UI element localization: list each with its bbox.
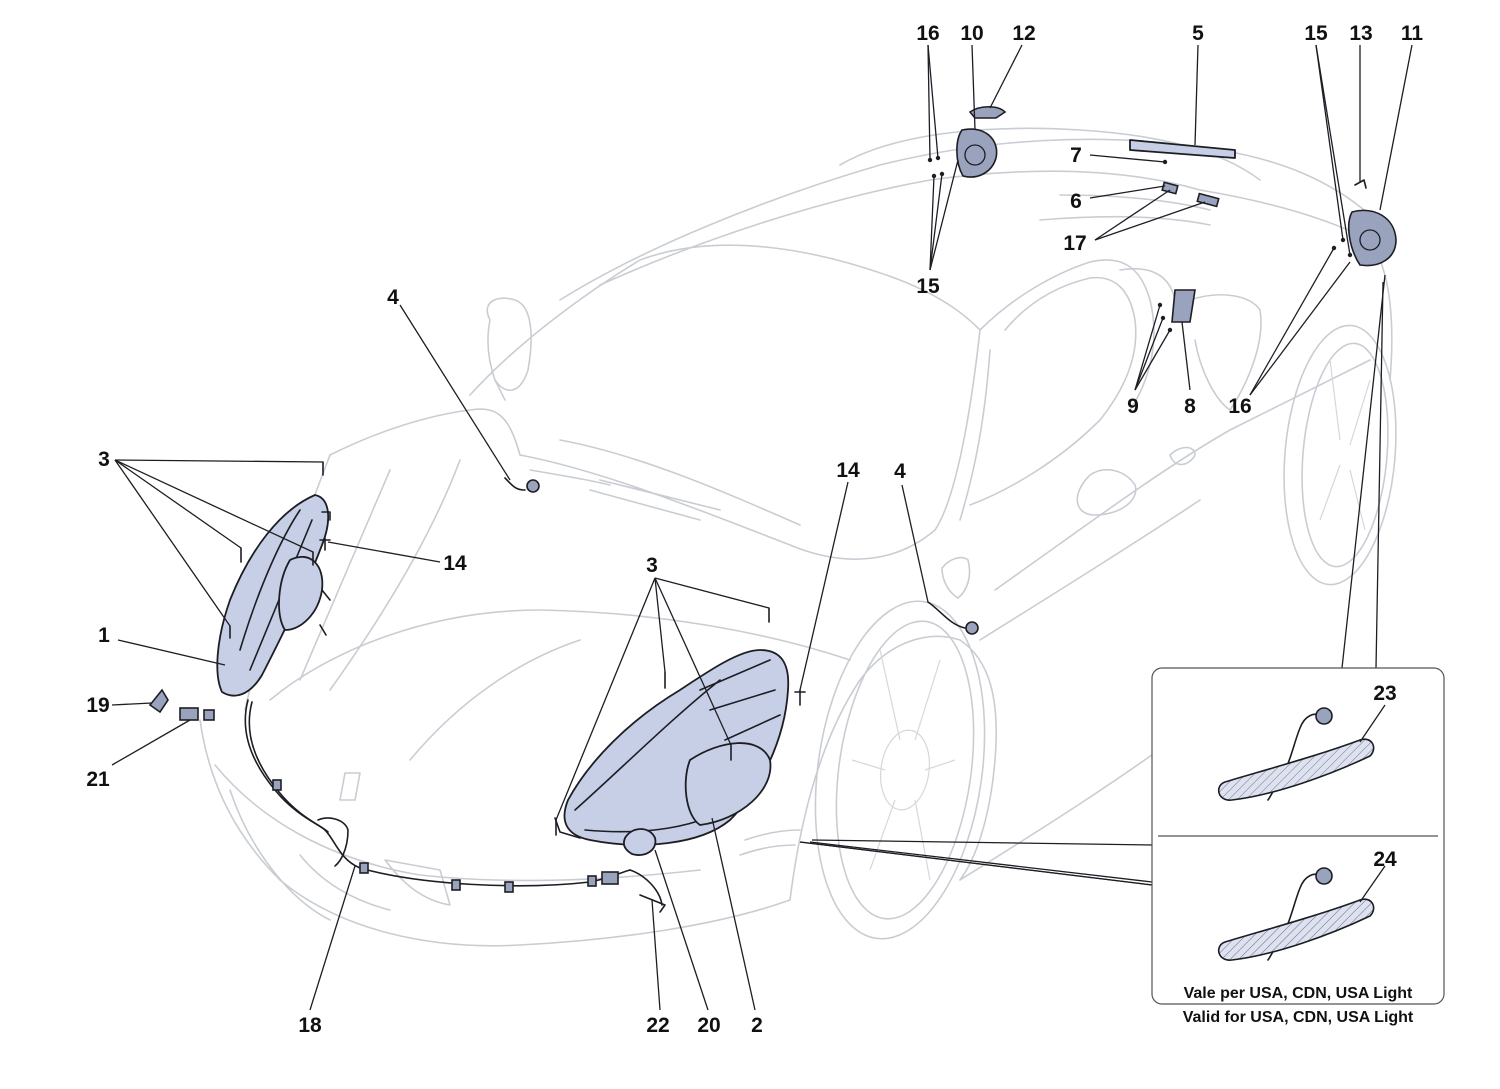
part-4-sensor-right xyxy=(927,601,979,635)
callout-4-left: 4 xyxy=(387,286,399,309)
part-19-bracket xyxy=(148,688,169,714)
leader-lines xyxy=(111,44,1413,1011)
part-11-right-tail-light xyxy=(1348,209,1397,267)
callout-24: 24 xyxy=(1373,848,1397,871)
callout-1: 1 xyxy=(98,624,110,647)
callout-16-top: 16 xyxy=(916,22,939,45)
callout-23: 23 xyxy=(1373,682,1396,705)
inset-caption-italian: Vale per USA, CDN, USA Light xyxy=(1184,985,1413,1002)
part-3-screws-left xyxy=(229,461,324,639)
part-23-side-marker xyxy=(1217,707,1375,801)
callout-7: 7 xyxy=(1070,144,1082,167)
part-18-harness xyxy=(244,699,663,906)
part-3-screws-right xyxy=(555,607,770,836)
callout-labels: 1 2 3 3 4 4 5 6 7 8 9 10 11 12 13 14 14 … xyxy=(86,22,1423,1037)
part-21-connector xyxy=(179,707,215,721)
callout-14-right: 14 xyxy=(836,459,860,482)
part-20-washer xyxy=(622,828,657,856)
callout-5: 5 xyxy=(1192,22,1204,45)
part-8-side-lamp xyxy=(1171,289,1196,323)
fastener-dots xyxy=(927,155,1353,333)
part-10-left-tail-light xyxy=(956,128,998,178)
part-13-clip xyxy=(1354,179,1367,189)
callout-14-left: 14 xyxy=(443,552,467,575)
callout-17: 17 xyxy=(1063,232,1086,255)
callout-8: 8 xyxy=(1184,395,1196,418)
callout-15-right: 15 xyxy=(1304,22,1328,45)
callout-21: 21 xyxy=(86,768,110,791)
callout-4-right: 4 xyxy=(894,460,906,483)
inset-caption-english: Valid for USA, CDN, USA Light xyxy=(1183,1009,1414,1026)
callout-6: 6 xyxy=(1070,190,1082,213)
callout-11: 11 xyxy=(1401,22,1424,45)
part-22-clip xyxy=(639,894,666,913)
part-5-third-brake-light xyxy=(1129,139,1236,159)
callout-20: 20 xyxy=(697,1014,720,1037)
callout-19: 19 xyxy=(86,694,109,717)
part-4-sensor-left xyxy=(504,477,540,493)
callout-3-left: 3 xyxy=(98,448,110,471)
callout-9: 9 xyxy=(1127,395,1139,418)
part-12-cap xyxy=(968,105,1007,119)
part-1-left-headlight xyxy=(216,494,331,697)
callout-2: 2 xyxy=(751,1014,763,1037)
callout-15-top: 15 xyxy=(916,275,940,298)
part-14-screws xyxy=(319,537,806,706)
part-2-right-headlight xyxy=(554,649,790,846)
callout-10: 10 xyxy=(960,22,983,45)
callout-16-right: 16 xyxy=(1228,395,1251,418)
callout-18: 18 xyxy=(298,1014,322,1037)
callout-12: 12 xyxy=(1012,22,1035,45)
callout-13: 13 xyxy=(1349,22,1372,45)
inset-panel: Vale per USA, CDN, USA Light Valid for U… xyxy=(1151,667,1445,1026)
callout-22: 22 xyxy=(646,1014,669,1037)
part-24-side-marker xyxy=(1217,867,1375,961)
callout-3-right: 3 xyxy=(646,554,658,577)
